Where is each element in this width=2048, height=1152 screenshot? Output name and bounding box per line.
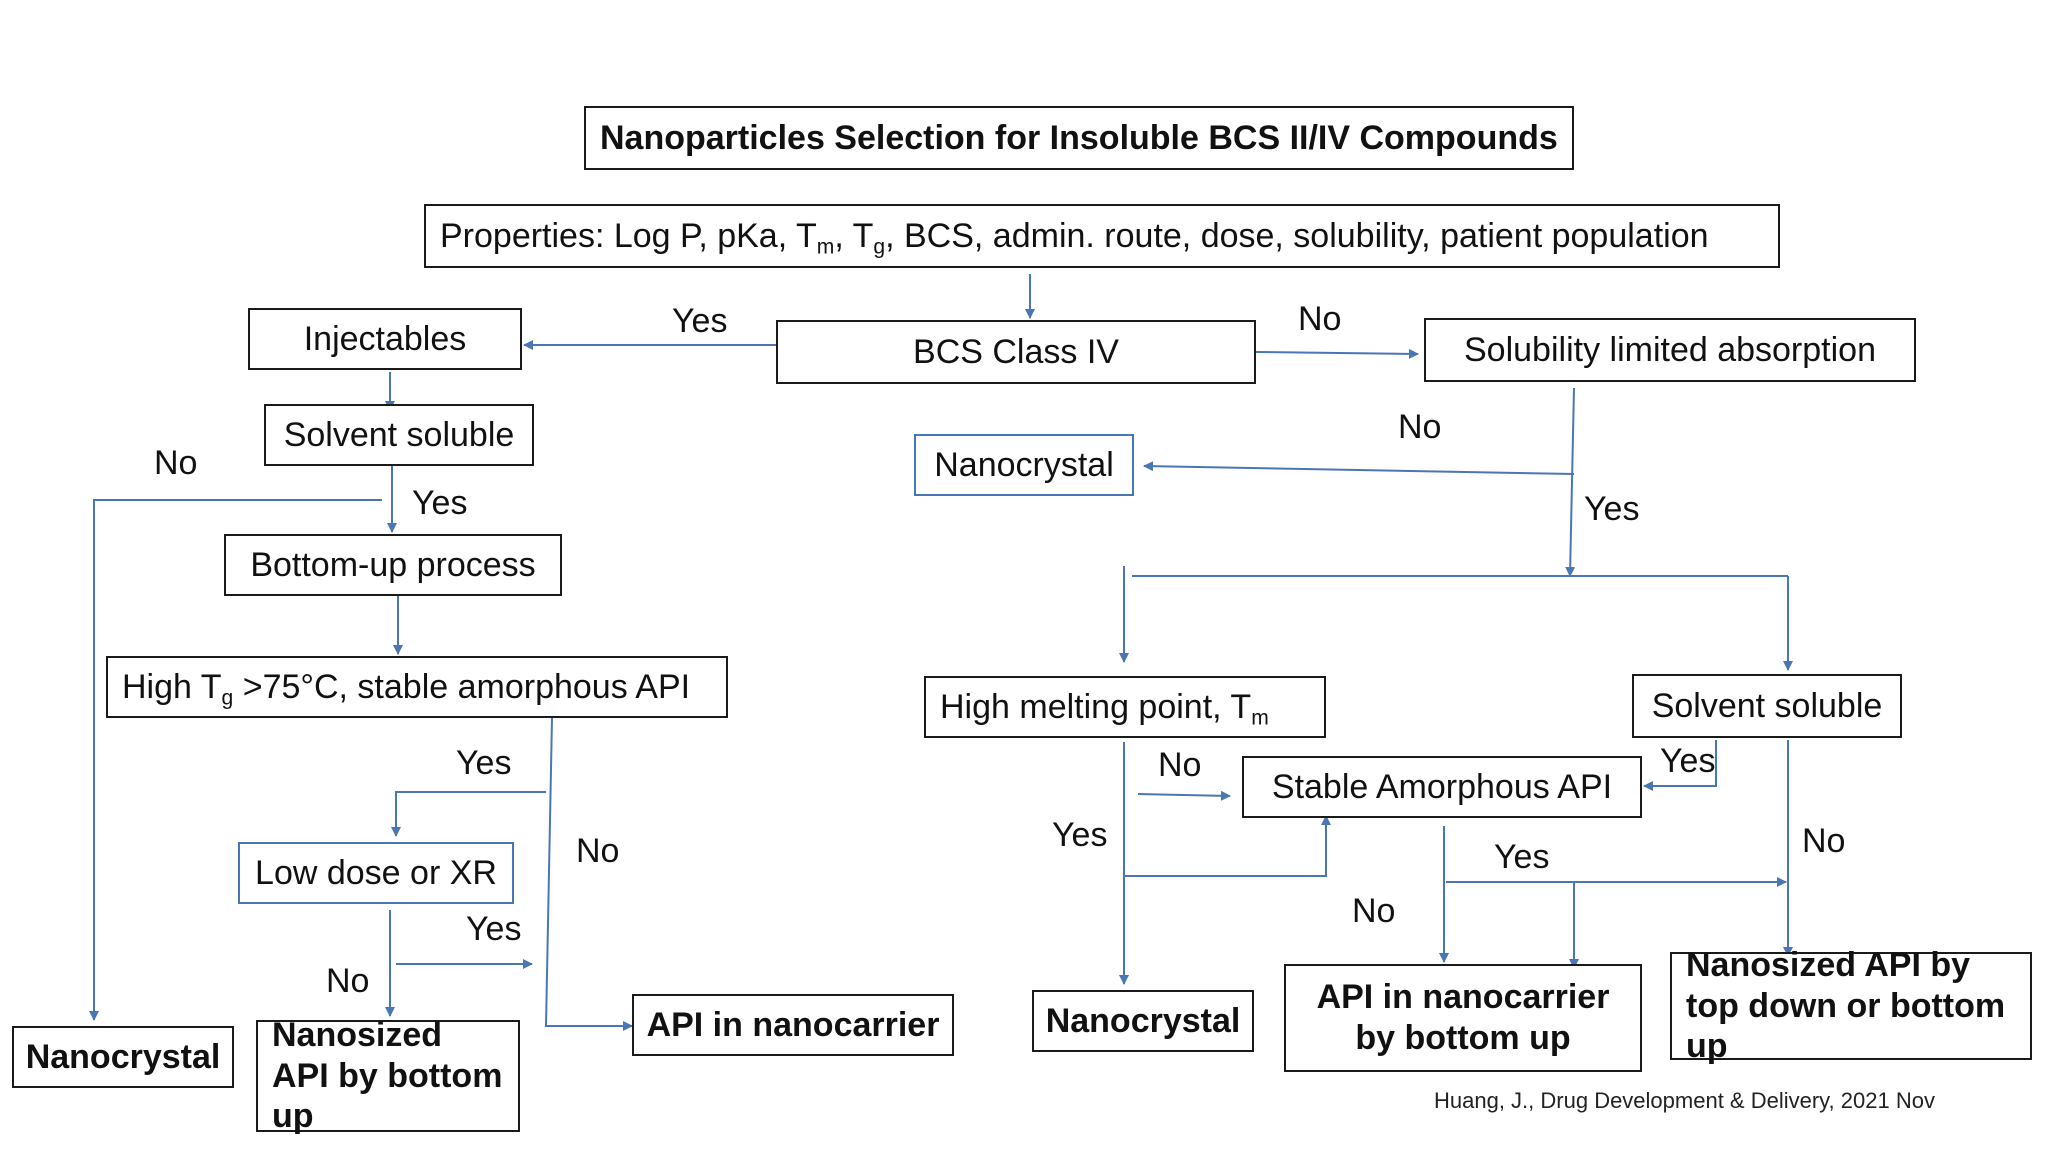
solubility-limited-box: Solubility limited absorption [1424,318,1916,382]
solubility-limited-text: Solubility limited absorption [1464,330,1876,369]
label-no-solvent-left: No [154,444,198,482]
api-in-nanocarrier-left-box: API in nanocarrier [632,994,954,1056]
arrow-melting-to-amorphous [1137,790,1231,801]
nanocrystal-mid-text: Nanocrystal [934,445,1114,484]
arrow-hightg-to-lowdose [391,791,546,837]
label-yes-amorphous: Yes [1494,838,1550,876]
solvent-soluble-right-text: Solvent soluble [1651,686,1883,725]
injectables-text: Injectables [303,319,467,358]
properties-text: Properties: Log P, pKa, Tm, Tg, BCS, adm… [440,216,1709,258]
injectables-box: Injectables [248,308,522,370]
nanosized-api-bottom-up-box: Nanosized API by bottom up [256,1016,520,1135]
bottom-up-process-box: Bottom-up process [224,534,562,596]
low-dose-xr-box: Low dose or XR [238,842,514,904]
nanocrystal-left-box: Nanocrystal [12,1026,234,1088]
solvent-soluble-right-box: Solvent soluble [1632,674,1902,738]
bottom-up-process-text: Bottom-up process [250,545,536,584]
stable-amorphous-api-text: Stable Amorphous API [1271,767,1613,806]
nanosized-top-down-box: Nanosized API by top down or bottom up [1670,946,2032,1065]
stable-amorphous-api-box: Stable Amorphous API [1242,756,1642,818]
arrow-melting-loop [1124,815,1331,877]
bcs-class-iv-box: BCS Class IV [776,320,1256,384]
solvent-soluble-left-box: Solvent soluble [264,404,534,466]
arrow-hightg-to-nanocarrier [544,717,633,1031]
api-in-nanocarrier-left-text: API in nanocarrier [646,1005,940,1044]
arrow-solvent-to-nanocrystal [89,499,382,1021]
high-melting-text: High melting point, Tm [940,687,1269,729]
nanocrystal-mid-box: Nanocrystal [914,434,1134,496]
label-no-melting: No [1158,746,1202,784]
label-yes-melting: Yes [1052,816,1108,854]
label-yes-solvent-left: Yes [412,484,468,522]
label-no-bcs-solubility: No [1298,300,1342,338]
high-melting-box: High melting point, Tm [924,676,1326,738]
nanosized-top-down-text: Nanosized API by top down or bottom up [1686,945,2006,1066]
label-yes-hightg: Yes [456,744,512,782]
citation: Huang, J., Drug Development & Delivery, … [1434,1088,1935,1113]
label-yes-lowdose: Yes [466,910,522,948]
label-no-solubility: No [1398,408,1442,446]
nanocrystal-right-text: Nanocrystal [1045,1001,1241,1040]
arrow-solubility-down [1565,387,1576,577]
label-no-amorphous: No [1352,892,1396,930]
properties-box: Properties: Log P, pKa, Tm, Tg, BCS, adm… [424,204,1780,268]
arrow-solvent-to-amorphous [1643,740,1717,791]
arrow-bcs-to-solubility [1255,348,1419,359]
label-no-solvent-right: No [1802,822,1846,860]
nanocrystal-left-text: Nanocrystal [25,1037,221,1076]
diagram-title: Nanoparticles Selection for Insoluble BC… [584,106,1574,170]
nanosized-api-bottom-up-text: Nanosized API by bottom up [272,1015,503,1136]
label-yes-bcs-injectables: Yes [672,302,728,340]
label-yes-solubility: Yes [1584,490,1640,528]
arrow-solubility-to-nanocrystal [1143,461,1575,475]
title-text: Nanoparticles Selection for Insoluble BC… [600,118,1558,157]
solvent-soluble-left-text: Solvent soluble [283,415,515,454]
api-in-nanocarrier-right-text: API in nanocarrier by bottom up [1316,978,1610,1057]
api-in-nanocarrier-right-box: API in nanocarrier by bottom up [1284,964,1642,1072]
label-no-lowdose: No [326,962,370,1000]
label-yes-solvent-right: Yes [1660,742,1716,780]
bcs-class-iv-text: BCS Class IV [913,332,1119,371]
nanocrystal-right-box: Nanocrystal [1032,990,1254,1052]
low-dose-xr-text: Low dose or XR [255,853,497,892]
high-tg-box: High Tg >75°C, stable amorphous API [106,656,728,718]
high-tg-text: High Tg >75°C, stable amorphous API [122,667,691,709]
label-no-hightg: No [576,832,620,870]
